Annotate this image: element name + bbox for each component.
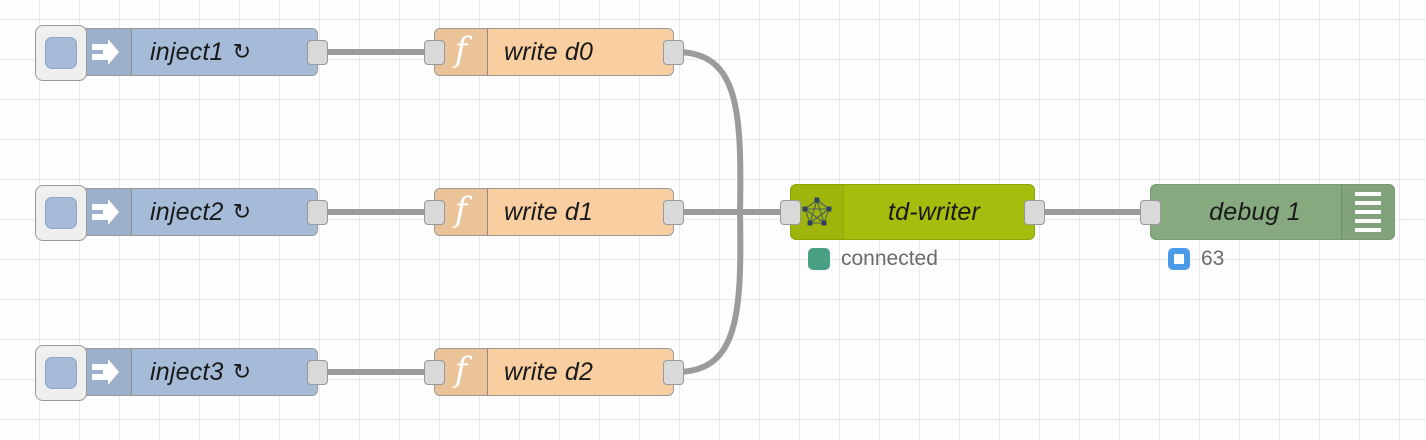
node-label: td-writer xyxy=(887,197,981,226)
node-inject2[interactable]: inject2 ↻ xyxy=(35,185,328,241)
function-glyph: f xyxy=(454,350,468,390)
repeat-icon: ↻ xyxy=(232,199,252,224)
input-port[interactable] xyxy=(1140,200,1161,225)
status-indicator-icon xyxy=(1168,248,1190,270)
node-inject3[interactable]: inject3 ↻ xyxy=(35,345,328,401)
wire-write-d2-to-tdwriter xyxy=(673,209,803,375)
inject-trigger-button-inner xyxy=(45,197,77,229)
input-port[interactable] xyxy=(424,360,445,385)
inject3-label: inject3 xyxy=(150,357,224,386)
input-port[interactable] xyxy=(424,40,445,65)
node-write-d1[interactable]: f write d1 xyxy=(424,188,684,236)
output-port[interactable] xyxy=(1024,200,1045,225)
node-label: inject3 ↻ xyxy=(132,349,317,395)
inject-trigger-button-3[interactable] xyxy=(35,345,87,401)
function-f-icon: f xyxy=(435,29,488,75)
inject-trigger-button-2[interactable] xyxy=(35,185,87,241)
status-label: 63 xyxy=(1201,247,1225,270)
node-label: write d0 xyxy=(504,37,594,66)
inject-arrow-icon xyxy=(79,189,132,235)
node-inject1[interactable]: inject1 ↻ xyxy=(35,25,328,81)
status-indicator-icon xyxy=(808,248,830,270)
output-port[interactable] xyxy=(307,200,328,225)
node-write-d0[interactable]: f write d0 xyxy=(424,28,684,76)
status-td-writer: connected xyxy=(808,247,938,271)
inject1-label: inject1 xyxy=(150,37,224,66)
inject-trigger-button-inner xyxy=(45,357,77,389)
node-debug-1[interactable]: debug 1 xyxy=(1140,184,1395,240)
input-port[interactable] xyxy=(424,200,445,225)
repeat-icon: ↻ xyxy=(232,39,252,64)
output-port[interactable] xyxy=(663,40,684,65)
node-td-writer[interactable]: td-writer xyxy=(780,184,1045,240)
status-debug-1: 63 xyxy=(1168,247,1224,271)
debug-lines-icon xyxy=(1341,185,1394,239)
repeat-icon: ↻ xyxy=(232,359,252,384)
function-glyph: f xyxy=(454,30,468,70)
wire-write-d0-to-tdwriter xyxy=(673,49,803,215)
inject2-label: inject2 xyxy=(150,197,224,226)
output-port[interactable] xyxy=(307,40,328,65)
output-port[interactable] xyxy=(663,360,684,385)
inject-trigger-button-inner xyxy=(45,37,77,69)
node-label: write d1 xyxy=(504,197,594,226)
node-label: write d2 xyxy=(504,357,594,386)
output-port[interactable] xyxy=(663,200,684,225)
node-label: inject1 ↻ xyxy=(132,29,317,75)
output-port[interactable] xyxy=(307,360,328,385)
inject-arrow-icon xyxy=(79,29,132,75)
input-port[interactable] xyxy=(780,200,801,225)
node-label: debug 1 xyxy=(1209,197,1301,226)
node-write-d2[interactable]: f write d2 xyxy=(424,348,684,396)
status-label: connected xyxy=(841,247,938,270)
inject-arrow-icon xyxy=(79,349,132,395)
node-label: inject2 ↻ xyxy=(132,189,317,235)
inject-trigger-button-1[interactable] xyxy=(35,25,87,81)
function-glyph: f xyxy=(454,190,468,230)
